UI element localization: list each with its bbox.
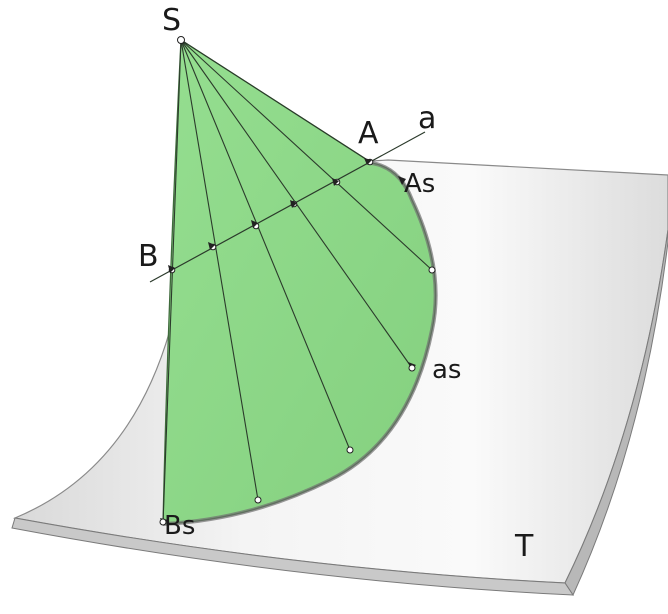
label-t: T [514, 529, 534, 564]
surface-t-bottom-edge [11, 517, 574, 596]
contact-points [159, 266, 436, 526]
generator-rays [162, 39, 433, 525]
label-bs: Bs [164, 511, 195, 541]
label-as-lower: as [432, 355, 461, 385]
label-b: B [138, 239, 159, 274]
label-a-line: a [418, 101, 436, 136]
contact-curve [162, 161, 438, 526]
label-as-upper: As [404, 169, 435, 199]
label-s: S [162, 3, 181, 38]
surface-t-edge [564, 229, 668, 597]
line-a [149, 131, 426, 283]
apex-point [177, 36, 185, 44]
label-a-point: A [358, 116, 379, 151]
